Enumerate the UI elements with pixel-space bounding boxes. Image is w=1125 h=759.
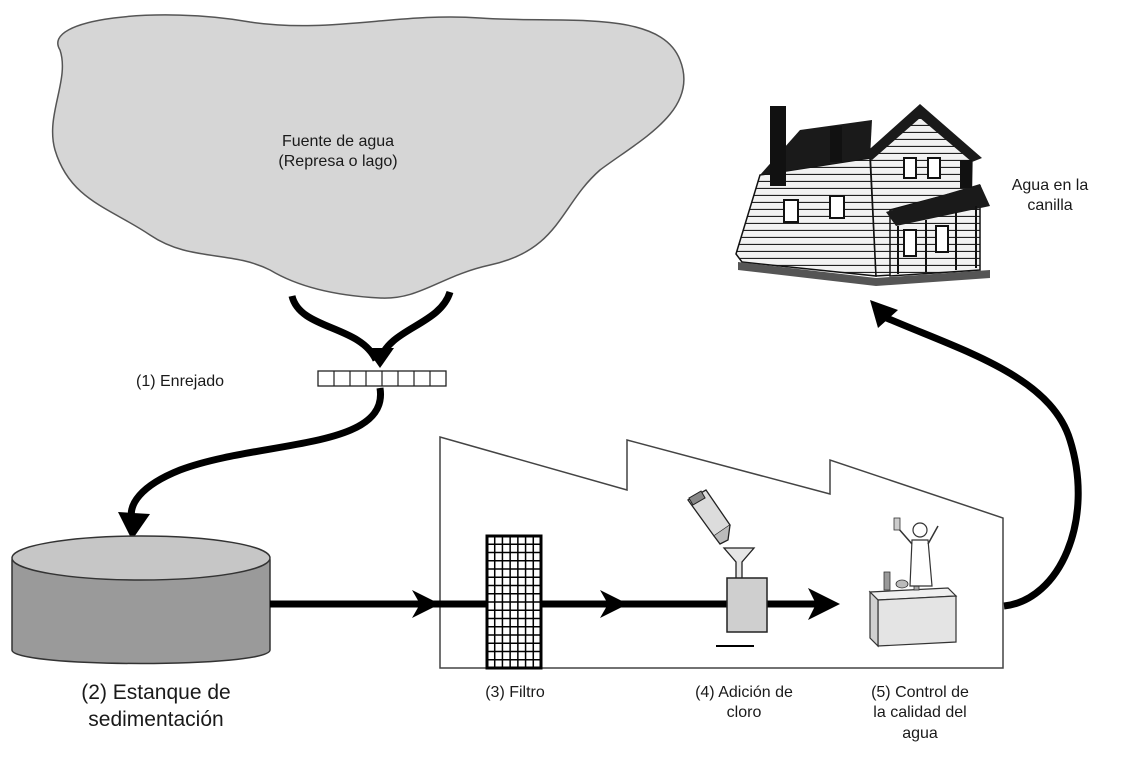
chlorine-tank xyxy=(716,577,768,647)
treatment-plant-outline xyxy=(439,436,1004,669)
filter-label: (3) Filtro xyxy=(485,684,545,701)
water-source-label: Fuente de agua (Represa o lago) xyxy=(238,132,438,173)
chlorine-label-line2: cloro xyxy=(726,704,762,722)
grate-inlet-arrowhead xyxy=(366,348,394,368)
chlorine-label-line1: (4) Adición de xyxy=(695,684,793,701)
water-source-label-line1: Fuente de agua xyxy=(281,133,395,150)
chlorine-bottle-icon xyxy=(687,489,731,545)
house-inlet-arrowhead xyxy=(870,300,898,328)
quality-control-label-line2: la calidad del xyxy=(873,704,967,722)
grate-icon xyxy=(317,370,447,387)
tap-water-label-line2: canilla xyxy=(1027,197,1073,215)
lake-shape xyxy=(51,14,685,299)
tap-water-label-line1: Agua en la xyxy=(1011,177,1089,194)
grate-label: (1) Enrejado xyxy=(136,373,225,390)
quality-control-label: (5) Control de la calidad del agua xyxy=(840,683,1000,744)
sedimentation-tank-label: (2) Estanque de sedimentación xyxy=(46,680,266,734)
sedimentation-tank-label-line1: (2) Estanque de xyxy=(81,681,231,704)
tap-water-label: Agua en la canilla xyxy=(990,176,1110,217)
flow-arrowhead-2 xyxy=(600,590,628,618)
lab-technician-icon xyxy=(893,517,939,587)
quality-control-label-line1: (5) Control de xyxy=(871,684,969,701)
chlorine-label: (4) Adición de cloro xyxy=(662,683,826,724)
house-icon xyxy=(735,104,990,286)
grate-to-tank-arrow xyxy=(127,387,384,521)
flow-arrowhead-3 xyxy=(808,588,840,620)
quality-control-label-line3: agua xyxy=(902,724,938,742)
water-source-label-line2: (Represa o lago) xyxy=(278,153,398,171)
sedimentation-tank xyxy=(11,535,271,665)
plant-to-house-arrow xyxy=(880,312,1082,610)
tank-inlet-arrowhead xyxy=(118,512,150,540)
sedimentation-tank-label-line2: sedimentación xyxy=(88,707,224,731)
filter-grid-icon xyxy=(485,534,543,670)
flow-arrowhead-1 xyxy=(412,590,440,618)
lab-desk-icon xyxy=(868,571,958,648)
